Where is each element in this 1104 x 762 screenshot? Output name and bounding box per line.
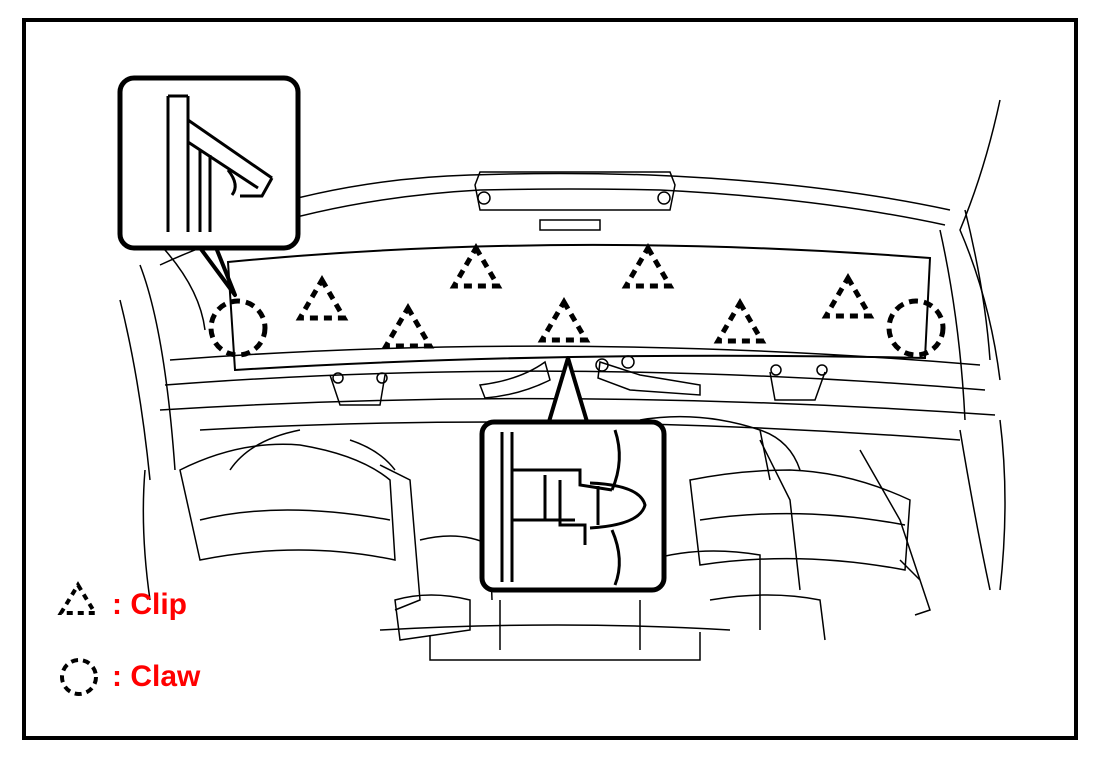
legend-claw-entry: : Claw	[112, 662, 200, 692]
clip-markers	[300, 248, 870, 346]
legend-clip-separator: :	[112, 588, 122, 621]
clip-marker	[626, 248, 670, 286]
vehicle-linework	[119, 99, 1006, 661]
claw-marker	[208, 298, 268, 358]
clip-marker	[454, 248, 498, 286]
legend-triangle-icon	[57, 581, 99, 615]
legend-symbols	[57, 581, 99, 696]
legend-clip-label: Clip	[130, 588, 188, 621]
clip-marker	[386, 308, 430, 346]
clip-marker	[718, 303, 762, 341]
clip-marker	[826, 278, 870, 316]
claw-markers	[208, 298, 946, 358]
legend-clip-entry: : Clip	[112, 590, 187, 620]
claw-marker	[886, 298, 946, 358]
clip-marker	[542, 302, 586, 340]
clip-detail-callout	[479, 356, 667, 593]
legend-claw-separator: :	[112, 660, 122, 693]
legend-circle-icon	[60, 658, 98, 696]
legend-claw-label: Claw	[130, 660, 201, 693]
claw-detail-callout	[117, 75, 301, 297]
clip-marker	[300, 280, 344, 318]
